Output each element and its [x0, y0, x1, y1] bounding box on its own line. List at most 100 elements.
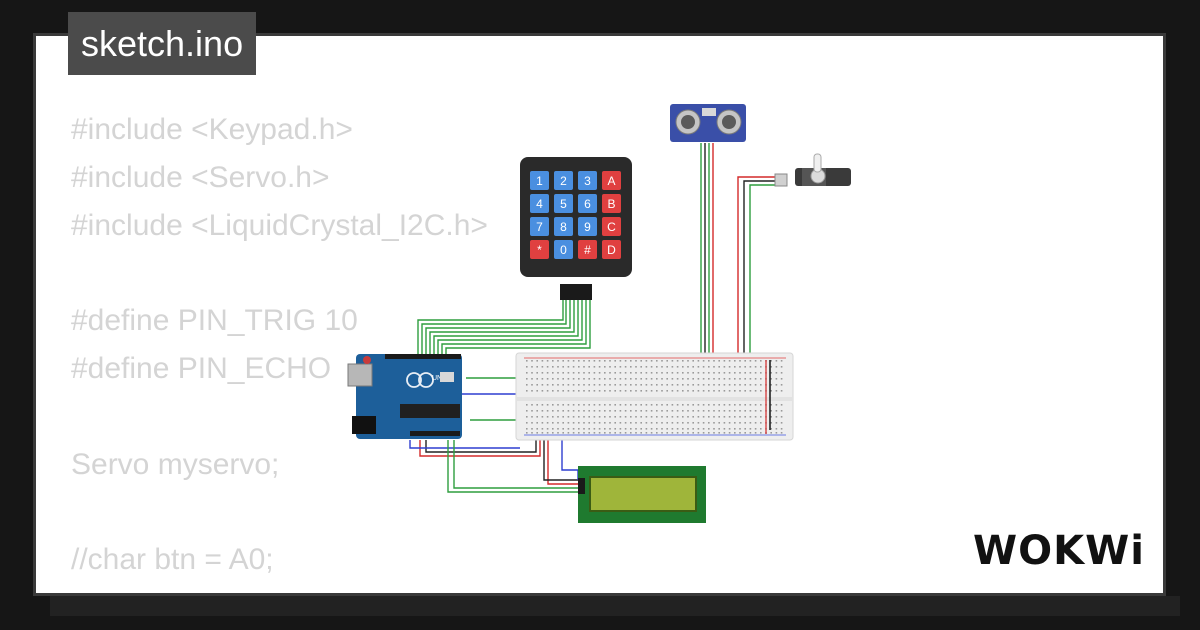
breadboard-hole [770, 404, 772, 406]
breadboard-hole [635, 428, 637, 430]
breadboard-hole [760, 390, 762, 392]
breadboard-hole [676, 422, 679, 424]
breadboard-hole [749, 432, 752, 434]
breadboard-hole [702, 422, 705, 424]
breadboard-hole [718, 384, 720, 386]
breadboard-hole [760, 410, 762, 412]
breadboard-hole [770, 378, 772, 380]
breadboard-hole [546, 432, 549, 434]
breadboard-hole [661, 432, 663, 434]
breadboard-hole [687, 390, 689, 392]
breadboard-hole [718, 366, 720, 368]
breadboard-hole [588, 384, 590, 386]
breadboard-hole [656, 390, 658, 392]
breadboard-hole [775, 410, 778, 412]
breadboard-hole [567, 384, 570, 386]
breadboard-hole [578, 378, 580, 380]
breadboard-hole [593, 384, 596, 386]
breadboard-hole [624, 432, 627, 434]
breadboard-hole [531, 428, 533, 430]
breadboard-hole [614, 428, 616, 430]
breadboard-hole [604, 410, 606, 412]
breadboard-hole [728, 390, 731, 392]
breadboard-hole [640, 372, 642, 374]
keypad-key [530, 171, 549, 190]
breadboard-hole [531, 378, 533, 380]
breadboard-hole [562, 390, 564, 392]
breadboard-hole [775, 390, 778, 392]
breadboard-hole [557, 390, 559, 392]
breadboard-hole [604, 428, 606, 430]
breadboard-hole [557, 404, 559, 406]
breadboard-hole [630, 404, 632, 406]
breadboard-hole [702, 378, 705, 380]
wires [409, 143, 775, 493]
breadboard-hole [630, 366, 632, 368]
breadboard-hole [552, 432, 554, 434]
breadboard-hole [645, 432, 648, 434]
breadboard-hole [682, 390, 684, 392]
keypad-key-label: A [607, 174, 615, 188]
breadboard-hole [588, 416, 590, 418]
breadboard-hole [718, 372, 720, 374]
wokwi-logo: WOKWi [973, 528, 1144, 574]
breadboard-hole [676, 428, 679, 430]
breadboard-hole [749, 360, 752, 362]
breadboard-hole [754, 384, 757, 386]
breadboard-hole [775, 404, 778, 406]
breadboard-hole [614, 404, 616, 406]
breadboard-hole [593, 422, 596, 424]
breadboard-hole [697, 432, 700, 434]
breadboard-hole [744, 416, 746, 418]
breadboard-hole [578, 390, 580, 392]
breadboard-hole [598, 378, 601, 380]
breadboard-hole [536, 404, 538, 406]
breadboard-hole [676, 372, 679, 374]
breadboard-hole [557, 428, 559, 430]
breadboard-hole [666, 404, 668, 406]
breadboard-hole [572, 416, 575, 418]
breadboard-hole [604, 416, 606, 418]
breadboard-hole [692, 404, 694, 406]
breadboard-hole [572, 384, 575, 386]
breadboard-hole [713, 428, 715, 430]
breadboard-hole [578, 360, 580, 362]
breadboard-hole [619, 378, 622, 380]
breadboard-hole [567, 404, 570, 406]
breadboard-hole [567, 410, 570, 412]
breadboard-hole [630, 416, 632, 418]
breadboard-hole [572, 428, 575, 430]
breadboard-hole [723, 432, 726, 434]
breadboard-hole [557, 378, 559, 380]
breadboard-hole [723, 366, 726, 368]
breadboard-hole [609, 428, 611, 430]
breadboard-hole [780, 428, 783, 430]
breadboard-hole [630, 428, 632, 430]
breadboard-hole [604, 404, 606, 406]
breadboard-hole [770, 410, 772, 412]
breadboard-hole [624, 372, 627, 374]
breadboard-hole [656, 378, 658, 380]
breadboard-hole [578, 404, 580, 406]
breadboard-hole [687, 366, 689, 368]
breadboard-hole [718, 360, 720, 362]
breadboard-hole [754, 390, 757, 392]
keypad-key-label: 0 [560, 243, 567, 257]
breadboard-hole [541, 360, 544, 362]
breadboard-hole [661, 360, 663, 362]
breadboard-hole [546, 416, 549, 418]
breadboard-hole [775, 384, 778, 386]
breadboard-hole [770, 422, 772, 424]
keypad-key [578, 171, 597, 190]
breadboard-hole [682, 410, 684, 412]
breadboard-hole [645, 366, 648, 368]
breadboard-hole [557, 384, 559, 386]
breadboard-hole [546, 390, 549, 392]
breadboard-hole [541, 410, 544, 412]
breadboard-hole [728, 432, 731, 434]
keypad-key-label: 4 [536, 197, 543, 211]
breadboard-hole [645, 422, 648, 424]
breadboard-hole [754, 422, 757, 424]
breadboard-hole [770, 372, 772, 374]
breadboard-hole [588, 432, 590, 434]
